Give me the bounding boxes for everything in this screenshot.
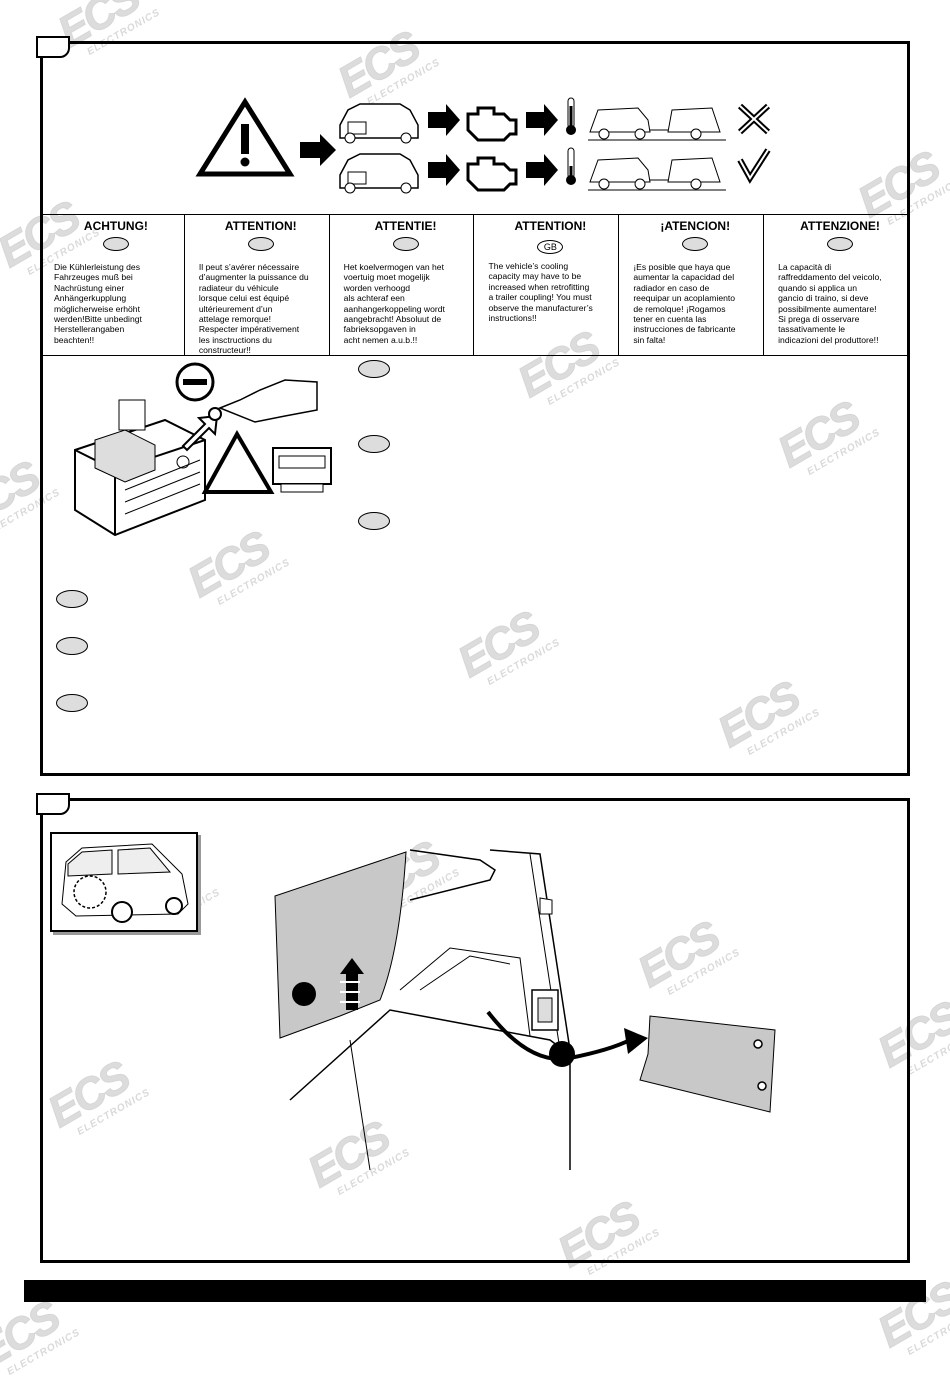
- car-front-icon: [339, 103, 419, 144]
- warning-triangle-icon: [195, 97, 295, 177]
- radio-display-icon: [272, 447, 332, 493]
- warning-text: The vehicle’s cooling capacity may have …: [488, 261, 593, 324]
- warning-heading: ¡ATENCION!: [660, 219, 731, 233]
- step-marker-dot: [292, 982, 316, 1006]
- language-flag-icon: [358, 435, 390, 453]
- warning-text: ¡Es posible que haya que aumentar la cap…: [633, 262, 736, 345]
- language-flag-icon: [682, 237, 709, 251]
- warning-nl: ATTENTIE! Het koelvermogen van het voert…: [328, 215, 474, 355]
- interior-panel-removal-illustration: [274, 849, 776, 1171]
- thermometer-icon: [566, 97, 576, 135]
- check-mark-icon: [737, 148, 771, 184]
- hand-with-clamp-icon: [208, 379, 318, 423]
- cooling-warning-pictogram: [195, 97, 771, 194]
- arrow-right-icon: [526, 104, 558, 136]
- warning-gb: ATTENTION! GB The vehicle’s cooling capa…: [473, 215, 618, 355]
- vehicle-location-inset: [50, 832, 198, 932]
- arrow-up-right-icon: [181, 414, 219, 452]
- car-front-icon: [339, 153, 419, 194]
- warning-text: Il peut s’avérer nécessaire d’augmenter …: [198, 262, 309, 356]
- warning-triangle-icon: [201, 429, 275, 494]
- car-trailer-icon: [588, 107, 726, 141]
- car-trailer-icon: [588, 157, 726, 191]
- step-tab-1: [36, 36, 70, 58]
- engine-icon: [466, 156, 518, 192]
- warning-text: Die Kühlerleistung des Fahrzeuges muß be…: [54, 262, 142, 345]
- arrow-right-icon: [526, 154, 558, 186]
- footer-bar: [24, 1280, 926, 1302]
- minus-icon: [175, 362, 215, 402]
- step-panel-1: [40, 41, 910, 776]
- warning-heading: ATTENTIE!: [374, 219, 437, 233]
- arrow-right-icon: [428, 154, 460, 186]
- cover-plate: [639, 1015, 776, 1113]
- step-marker-dot: [549, 1041, 575, 1067]
- language-flag-icon: [56, 637, 88, 655]
- warning-it: ATTENZIONE! La capacità di raffreddament…: [763, 215, 908, 355]
- language-flag-icon: [358, 360, 390, 378]
- warning-text: Het koelvermogen van het voertuig moet m…: [343, 262, 445, 345]
- language-badge-gb: GB: [537, 240, 564, 254]
- language-flag-icon: [56, 590, 88, 608]
- warning-es: ¡ATENCION! ¡Es posible que haya que aume…: [618, 215, 763, 355]
- language-flag-icon: [827, 237, 854, 251]
- arrow-right-icon: [300, 134, 336, 166]
- van-rear-icon: [61, 843, 189, 923]
- cross-mark-icon: [737, 103, 771, 135]
- warning-translations: ACHTUNG! Die Kühlerleistung des Fahrzeug…: [40, 214, 908, 356]
- battery-disconnect-illustration: [74, 362, 332, 537]
- thermometer-icon: [566, 147, 576, 185]
- warning-de: ACHTUNG! Die Kühlerleistung des Fahrzeug…: [40, 215, 184, 355]
- language-flag-icon: [358, 512, 390, 530]
- step-panel-2: [40, 798, 910, 1263]
- warning-heading: ACHTUNG!: [83, 219, 148, 233]
- warning-heading: ATTENTION!: [514, 219, 587, 233]
- warning-text: La capacità di raffreddamento del veicol…: [778, 262, 882, 345]
- engine-icon: [466, 106, 518, 142]
- battery-icon: [74, 399, 206, 537]
- warning-fr: ATTENTION! Il peut s’avérer nécessaire d…: [183, 215, 329, 356]
- language-flag-icon: [102, 237, 129, 251]
- arrow-right-icon: [428, 104, 460, 136]
- trim-panel-sheet: [274, 851, 407, 1039]
- warning-heading: ATTENZIONE!: [800, 219, 880, 233]
- language-flag-icon: [56, 694, 88, 712]
- step-tab-2: [36, 793, 70, 815]
- language-flag-icon: [247, 237, 274, 251]
- language-flag-icon: [392, 237, 419, 251]
- arrow-up-icon: [340, 958, 364, 1010]
- warning-heading: ATTENTION!: [224, 219, 297, 233]
